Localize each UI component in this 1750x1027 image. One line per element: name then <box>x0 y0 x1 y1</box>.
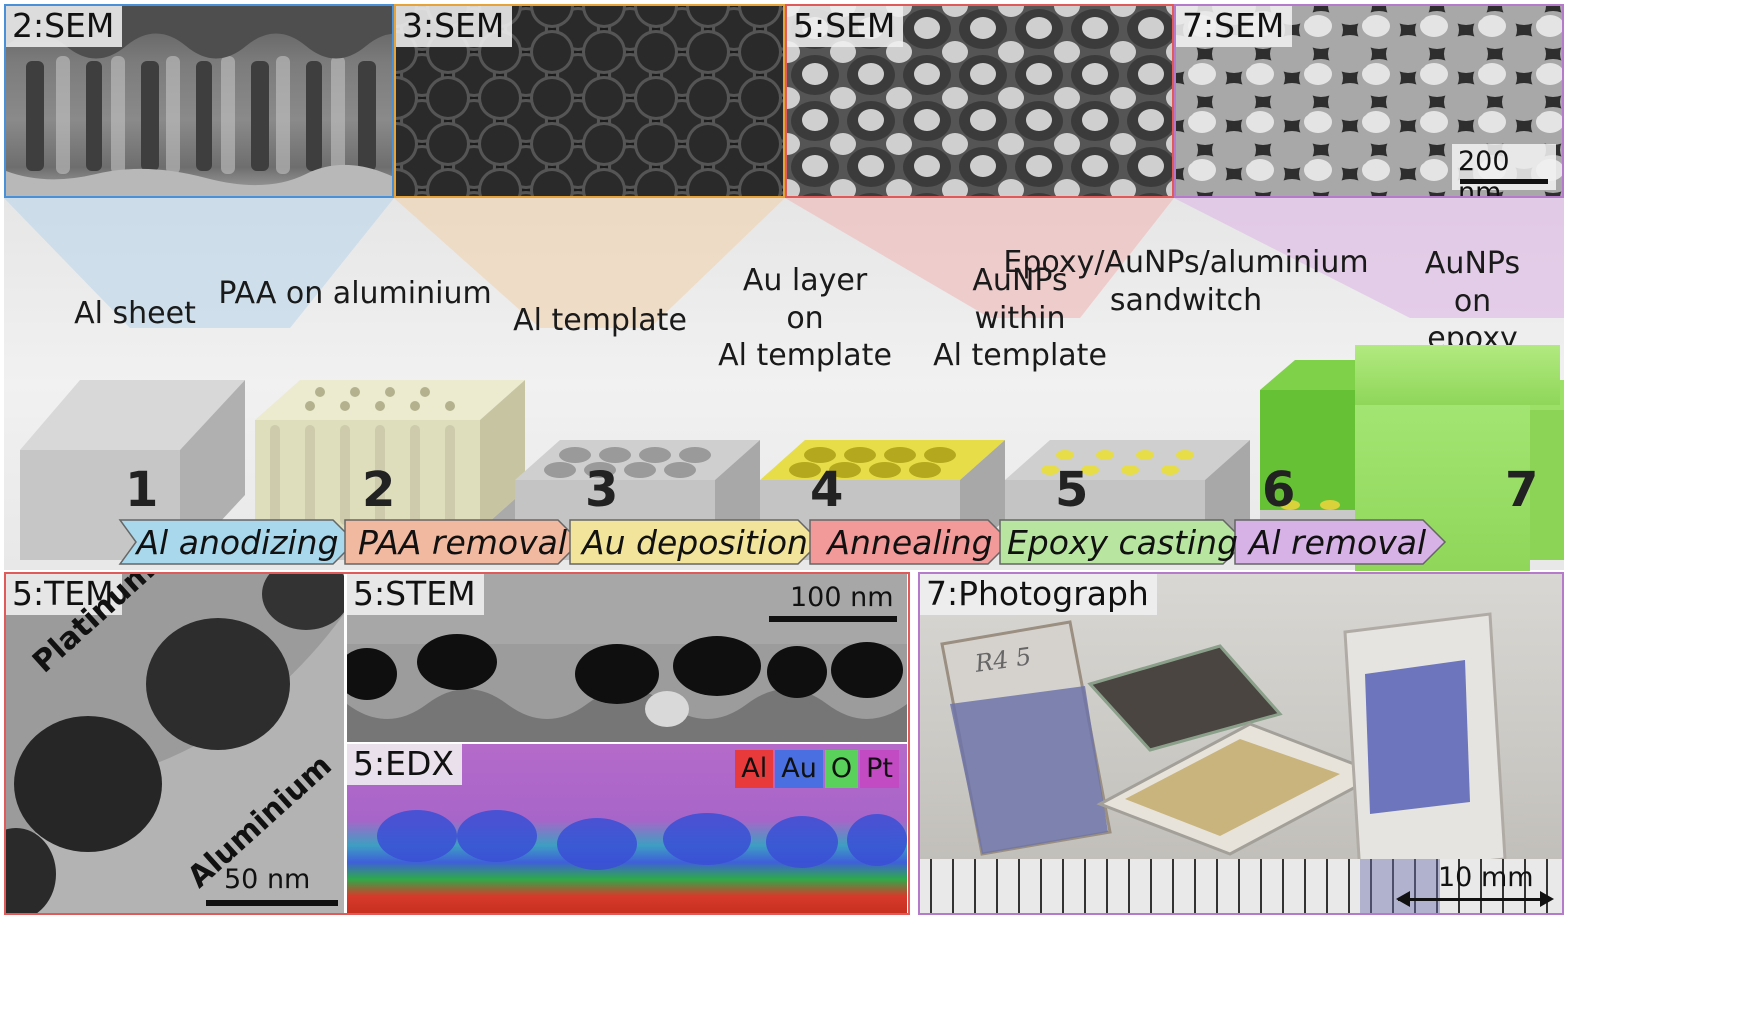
tem-image: 5:TEM Platinum Aluminium 50 nm <box>6 574 344 913</box>
photo-panel: 7:Photograph R4 5 10 mm <box>918 572 1564 915</box>
tem-label: 5:TEM <box>6 574 122 616</box>
stage-label-1: Al sheet <box>74 296 196 331</box>
sem-panel-5: 5:SEM <box>785 4 1174 198</box>
stage-label-3: Al template <box>513 303 687 338</box>
sem-scalebar-box: 200 nm <box>1452 144 1556 196</box>
stage-number-4: 4 <box>810 462 844 518</box>
stage-number-1: 1 <box>125 462 159 518</box>
stage-label-6: Epoxy/AuNPs/aluminium sandwitch <box>1003 245 1369 318</box>
process-step-4: Annealing <box>827 523 993 562</box>
process-arrow-2 <box>344 519 582 565</box>
process-arrow-4 <box>809 519 1012 565</box>
sem-panel-7: 7:SEM 200 nm <box>1174 4 1564 198</box>
process-step-5: Epoxy casting <box>1006 523 1239 562</box>
stage-number-5: 5 <box>1055 462 1089 518</box>
tem-particles <box>6 574 344 913</box>
stem-panel: 5:STEM 100 nm <box>347 574 907 742</box>
process-arrow-5 <box>999 519 1247 565</box>
process-step-1: Al anodizing <box>136 523 339 562</box>
edx-legend-pt: Pt <box>860 750 899 788</box>
edx-image <box>377 810 907 870</box>
photo-scale-arrow <box>1398 898 1548 901</box>
stage-label-5: AuNPs within Al template <box>933 263 1107 373</box>
stem-scale-bar <box>769 616 897 622</box>
process-arrow-1 <box>118 519 357 565</box>
stage-label-4: Au layer on Al template <box>718 263 892 373</box>
process-step-3: Au deposition <box>582 523 808 562</box>
process-arrow-3 <box>569 519 822 565</box>
sem-scale-bar <box>1460 179 1548 184</box>
stage-number-2: 2 <box>362 462 396 518</box>
photo-label: 7:Photograph <box>920 574 1157 616</box>
stage-number-7: 7 <box>1505 462 1539 518</box>
photo-scale-arrowhead-right <box>1540 891 1554 907</box>
block-7-top <box>1355 345 1560 405</box>
stage-number-3: 3 <box>585 462 619 518</box>
process-arrows <box>118 519 1447 565</box>
photo-scale-label: 10 mm <box>1438 862 1534 893</box>
process-arrow-6 <box>1234 519 1447 565</box>
edx-legend-o: O <box>824 750 859 788</box>
photo-scale-arrowhead-left <box>1396 891 1410 907</box>
stage-number-6: 6 <box>1262 462 1296 518</box>
sem-scale-label: 200 nm <box>1458 146 1510 198</box>
edx-legend-al: Al <box>735 750 774 788</box>
sem-label-2: 2:SEM <box>6 6 123 48</box>
sem-label-3: 3:SEM <box>396 6 513 48</box>
sem-panel-3: 3:SEM <box>394 4 785 198</box>
photo-image <box>920 612 1562 913</box>
stem-scale-label: 100 nm <box>790 582 894 613</box>
tem-scale-bar <box>206 900 338 906</box>
process-step-2: PAA removal <box>357 523 568 562</box>
sem-panel-2: 2:SEM <box>4 4 394 198</box>
stem-label: 5:STEM <box>347 574 484 616</box>
sem-label-7: 7:SEM <box>1176 6 1293 48</box>
process-step-6: Al removal <box>1248 523 1427 562</box>
edx-legend-au: Au <box>775 750 823 788</box>
edx-label: 5:EDX <box>347 744 462 786</box>
fan-connectors <box>4 198 1564 328</box>
sem-label-5: 5:SEM <box>787 6 904 48</box>
tem-scale-label: 50 nm <box>224 864 311 895</box>
stage-label-2: PAA on aluminium <box>218 276 492 311</box>
stem-image <box>347 574 907 742</box>
